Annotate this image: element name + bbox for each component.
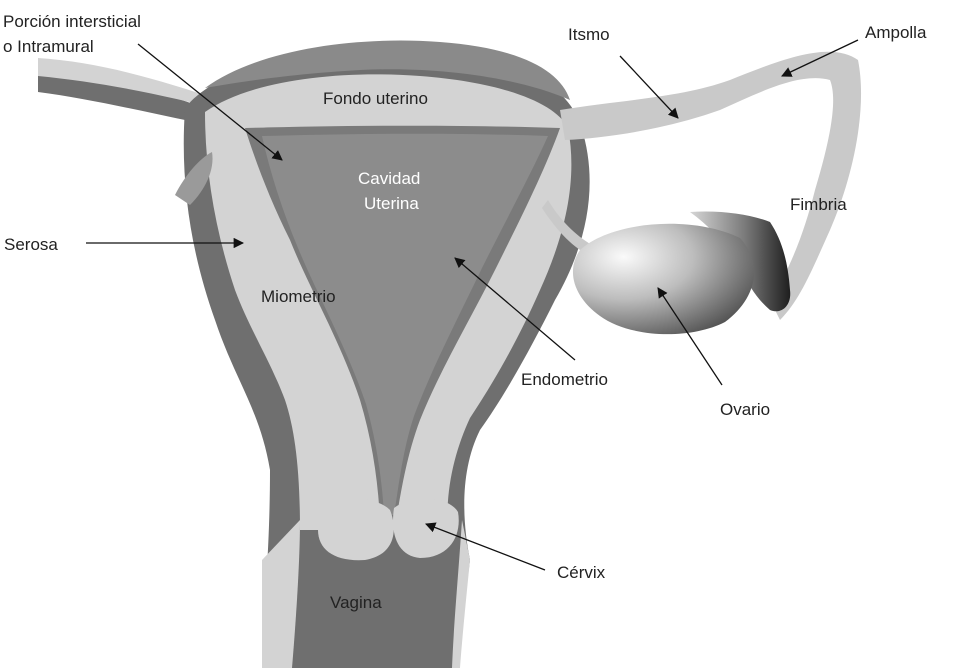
- label-interstitial-line2: o Intramural: [3, 37, 94, 56]
- label-interstitial-line1: Porción intersticial: [3, 12, 141, 31]
- label-endometrium: Endometrio: [521, 370, 608, 389]
- ovary: [573, 224, 754, 334]
- label-ampulla: Ampolla: [865, 23, 927, 42]
- label-myometrium: Miometrio: [261, 287, 336, 306]
- label-fimbria: Fimbria: [790, 195, 847, 214]
- label-cavity-line1: Cavidad: [358, 169, 420, 188]
- label-vagina: Vagina: [330, 593, 382, 612]
- label-fundus: Fondo uterino: [323, 89, 428, 108]
- label-ovary: Ovario: [720, 400, 770, 419]
- label-cavity-line2: Uterina: [364, 194, 419, 213]
- anatomy-shapes: [38, 41, 861, 668]
- label-serosa: Serosa: [4, 235, 58, 254]
- cervix-left-lobe: [318, 498, 394, 560]
- label-isthmus: Itsmo: [568, 25, 610, 44]
- label-cervix: Cérvix: [557, 563, 606, 582]
